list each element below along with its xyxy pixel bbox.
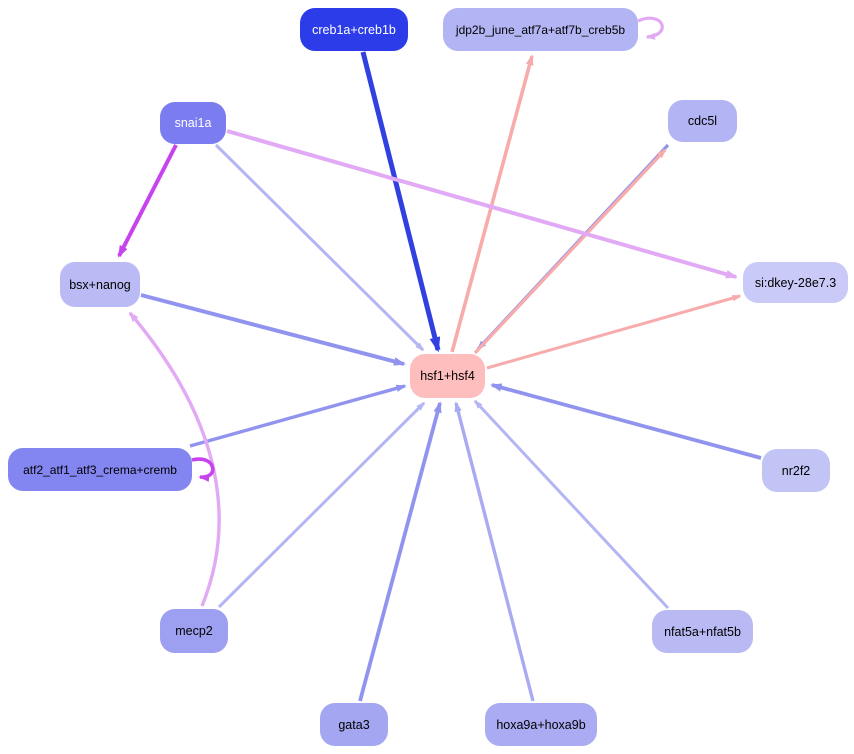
edge-nr2f2-to-hsf1-hsf4: [490, 383, 762, 460]
edge-hsf1-hsf4-to-jdp2b-group: [450, 54, 534, 353]
edge-hsf1-hsf4-to-si-dkey: [486, 294, 742, 370]
node-jdp2b-june-atf7a-atf7b-creb5b[interactable]: jdp2b_june_atf7a+atf7b_creb5b: [443, 8, 638, 51]
edge-atf2-self-loop: [191, 457, 215, 482]
node-gata3[interactable]: gata3: [320, 703, 388, 746]
node-nfat5a-nfat5b[interactable]: nfat5a+nfat5b: [652, 610, 753, 653]
edge-snai1a-to-hsf1-hsf4: [214, 143, 425, 352]
node-atf2-atf1-atf3-crema-cremb[interactable]: atf2_atf1_atf3_crema+cremb: [8, 448, 192, 491]
node-bsx-nanog[interactable]: bsx+nanog: [60, 262, 140, 307]
node-si-dkey-28e7-3[interactable]: si:dkey-28e7.3: [743, 262, 848, 303]
node-hoxa9a-hoxa9b[interactable]: hoxa9a+hoxa9b: [485, 703, 597, 746]
edge-creb1a-creb1b-to-hsf1-hsf4: [360, 51, 441, 353]
edge-nfat5a-nfat5b-to-hsf1-hsf4: [473, 399, 670, 610]
node-nr2f2[interactable]: nr2f2: [762, 449, 830, 492]
node-creb1a-creb1b[interactable]: creb1a+creb1b: [300, 8, 408, 51]
edge-bsx-nanog-to-hsf1-hsf4: [140, 293, 406, 366]
edge-hoxa9a-hoxa9b-to-hsf1-hsf4: [454, 401, 535, 702]
node-hsf1-hsf4[interactable]: hsf1+hsf4: [410, 354, 485, 398]
edge-jdp2b-self-loop: [637, 16, 664, 40]
edge-gata3-to-hsf1-hsf4: [358, 401, 442, 702]
node-cdc5l[interactable]: cdc5l: [668, 100, 737, 142]
edge-atf2-group-to-hsf1-hsf4: [189, 384, 407, 448]
node-mecp2[interactable]: mecp2: [160, 609, 228, 653]
node-snai1a[interactable]: snai1a: [160, 102, 226, 144]
edge-snai1a-to-bsx-nanog: [117, 144, 178, 258]
edge-mecp2-to-hsf1-hsf4: [217, 401, 426, 609]
edge-snai1a-to-si-dkey: [226, 129, 738, 279]
edge-hsf1-hsf4-to-cdc5l: [473, 148, 667, 355]
